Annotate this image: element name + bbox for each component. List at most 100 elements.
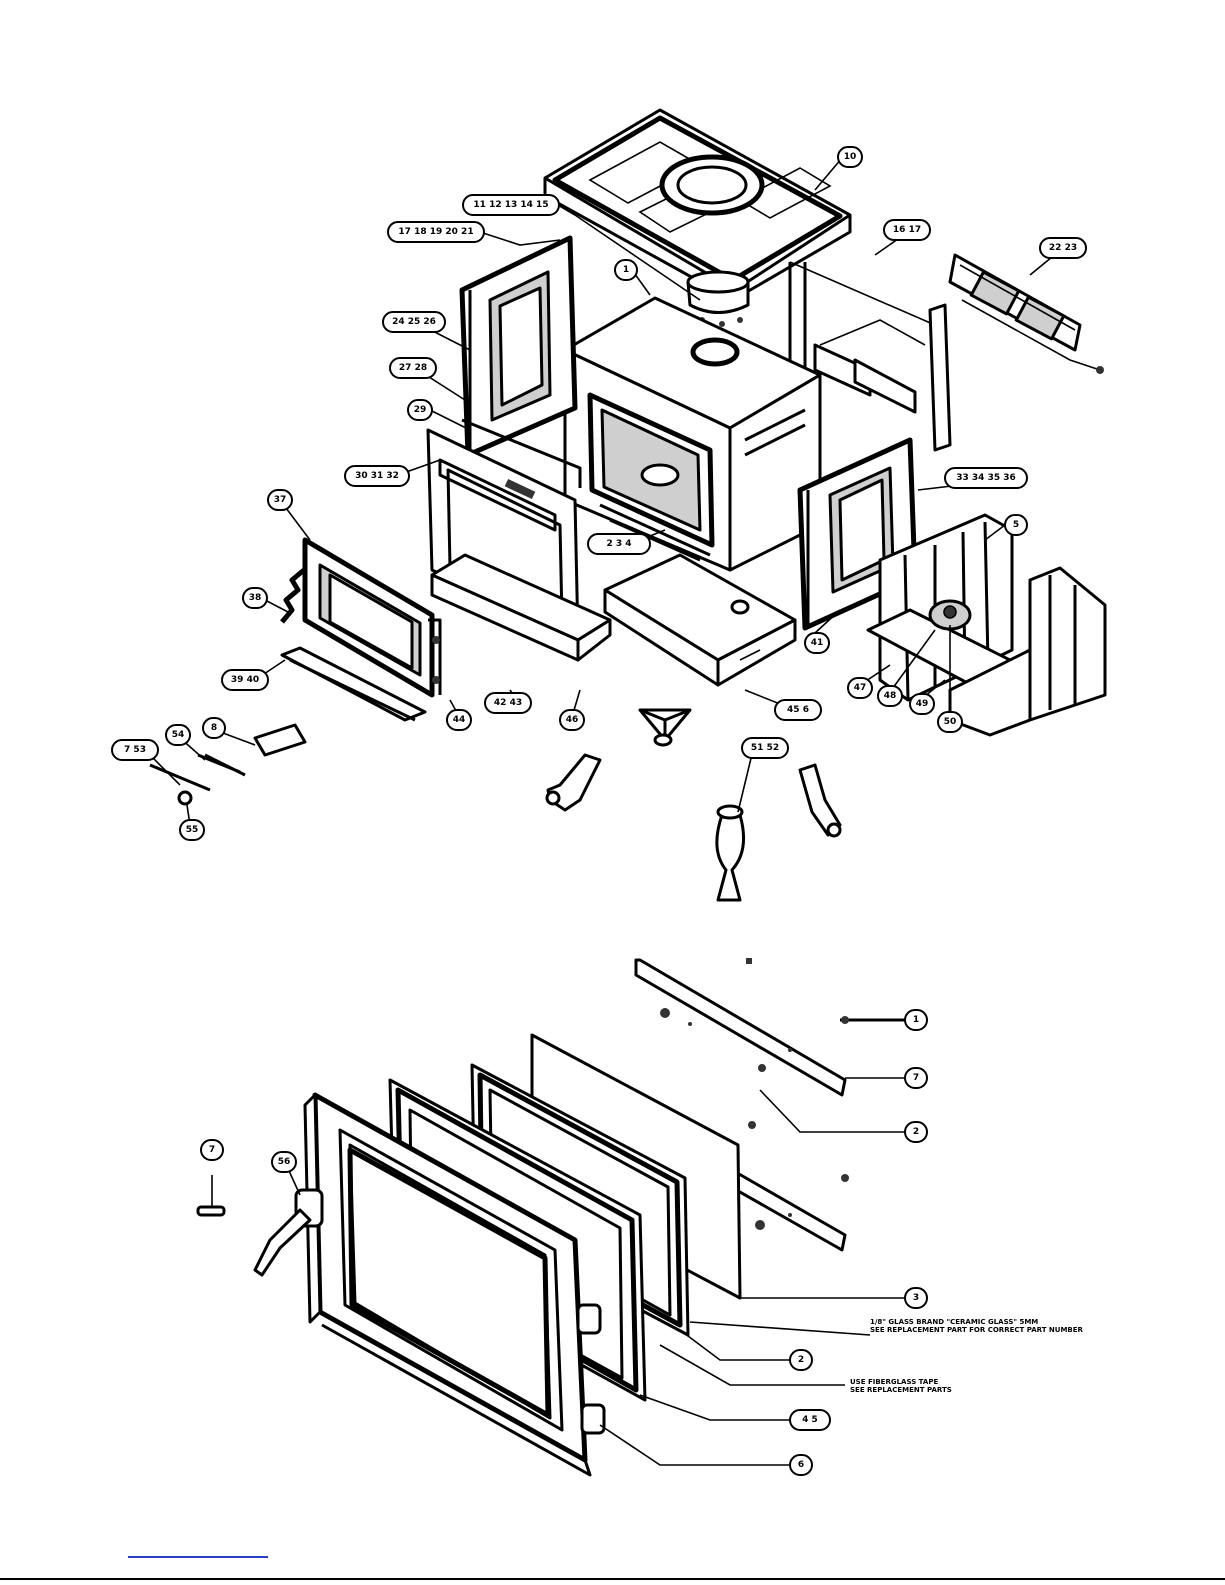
callout: 22 23 xyxy=(1039,237,1087,259)
callout-text: 39 40 xyxy=(231,675,259,685)
callout-text: 33 34 35 36 xyxy=(956,473,1016,483)
firebox-body xyxy=(563,296,822,572)
callout-text: 56 xyxy=(278,1157,291,1167)
door-spring xyxy=(280,568,306,624)
callout-text: 2 3 4 xyxy=(606,539,631,549)
callout: 16 17 xyxy=(883,219,931,241)
leg-center-cone xyxy=(638,708,692,747)
callout: 3 xyxy=(904,1287,928,1309)
callout-text: 3 xyxy=(913,1293,919,1303)
callout-text: 54 xyxy=(172,730,185,740)
callout: 2 3 4 xyxy=(587,533,651,555)
callout-text: 37 xyxy=(274,495,287,505)
gasket-note-line2: SEE REPLACEMENT PARTS xyxy=(850,1386,952,1394)
glass-note-line1: 1/8" GLASS BRAND "CERAMIC GLASS" 5MM xyxy=(870,1318,1039,1326)
callout-text: 46 xyxy=(566,715,579,725)
callout: 55 xyxy=(179,819,205,841)
hinge-pin xyxy=(196,1175,226,1217)
callout: 56 xyxy=(271,1151,297,1173)
callout: 30 31 32 xyxy=(344,465,410,487)
callout-text: 10 xyxy=(844,152,857,162)
glass-note: 1/8" GLASS BRAND "CERAMIC GLASS" 5MM SEE… xyxy=(870,1318,1083,1334)
callout-text: 7 xyxy=(913,1073,919,1083)
callout: 1 xyxy=(904,1009,928,1031)
callout-text: 7 53 xyxy=(124,745,146,755)
leg-right xyxy=(798,763,842,838)
callout-text: 24 25 26 xyxy=(392,317,436,327)
callout: 4 5 xyxy=(789,1409,831,1431)
handle-parts xyxy=(149,723,307,806)
leg-center-large xyxy=(715,804,746,902)
callout: 1 xyxy=(614,259,638,281)
callout: 2 xyxy=(789,1349,813,1371)
door-frame-casting xyxy=(294,1092,606,1477)
callout: 24 25 26 xyxy=(382,311,446,333)
door-handle xyxy=(253,1208,312,1277)
callout: 54 xyxy=(165,724,191,746)
ash-lip-tray xyxy=(430,553,612,662)
firebrick-set xyxy=(866,513,1107,737)
callout: 5 xyxy=(1004,514,1028,536)
callout-bubbles: 10 11 12 13 14 15 17 18 19 20 21 16 17 2… xyxy=(111,146,1087,1476)
ash-lip xyxy=(280,646,427,722)
callout-text: 17 18 19 20 21 xyxy=(398,227,473,237)
callout-text: 1 xyxy=(623,265,629,275)
callout: 29 xyxy=(407,399,433,421)
glass-note-line2: SEE REPLACEMENT PART FOR CORRECT PART NU… xyxy=(870,1326,1083,1334)
ash-door xyxy=(302,537,442,698)
callout-text: 6 xyxy=(798,1460,804,1470)
callout: 17 18 19 20 21 xyxy=(387,221,485,243)
callout-text: 38 xyxy=(249,593,262,603)
footer-rule xyxy=(0,1578,1225,1580)
retainer-bar-top xyxy=(634,958,847,1097)
gasket-note-line1: USE FIBERGLASS TAPE xyxy=(850,1378,939,1386)
callout: 46 xyxy=(559,709,585,731)
retainer-screw xyxy=(840,1016,905,1024)
callout-text: 11 12 13 14 15 xyxy=(473,200,548,210)
callout: 7 xyxy=(200,1139,224,1161)
callout: 41 xyxy=(804,632,830,654)
gasket-note: USE FIBERGLASS TAPE SEE REPLACEMENT PART… xyxy=(850,1378,952,1394)
callout-text: 1 xyxy=(913,1015,919,1025)
callout: 11 12 13 14 15 xyxy=(462,194,560,216)
callout-text: 50 xyxy=(944,717,957,727)
side-brackets xyxy=(813,319,926,414)
callout-text: 2 xyxy=(913,1127,919,1137)
lower-leaders xyxy=(284,1077,905,1466)
callout: 45 6 xyxy=(774,699,822,721)
upper-left-door xyxy=(459,235,582,507)
callout: 6 xyxy=(789,1454,813,1476)
callout-text: 8 xyxy=(211,723,217,733)
callout: 44 xyxy=(446,709,472,731)
callout-text: 47 xyxy=(854,683,867,693)
callout-text: 5 xyxy=(1013,520,1019,530)
callout: 33 34 35 36 xyxy=(944,467,1028,489)
callout-text: 44 xyxy=(453,715,466,725)
callout: 8 xyxy=(202,717,226,739)
callout: 10 xyxy=(837,146,863,168)
callout-text: 29 xyxy=(414,405,427,415)
callout: 27 28 xyxy=(389,357,437,379)
callout-text: 30 31 32 xyxy=(355,471,399,481)
callout: 7 53 xyxy=(111,739,159,761)
callout-text: 49 xyxy=(916,699,929,709)
callout-text: 16 17 xyxy=(893,225,921,235)
callout: 39 40 xyxy=(221,669,269,691)
callout: 37 xyxy=(267,489,293,511)
leg-front-left xyxy=(545,753,602,812)
callout: 2 xyxy=(904,1121,928,1143)
callout-text: 4 5 xyxy=(802,1415,818,1425)
callout-text: 48 xyxy=(884,691,897,701)
callout-text: 7 xyxy=(209,1145,215,1155)
callout-text: 45 6 xyxy=(787,705,809,715)
callout: 51 52 xyxy=(741,737,789,759)
callout: 47 xyxy=(847,677,873,699)
footer-link-underline[interactable] xyxy=(128,1556,268,1558)
callout-text: 41 xyxy=(811,638,824,648)
callout-text: 2 xyxy=(798,1355,804,1365)
callout-text: 51 52 xyxy=(751,743,779,753)
callout-text: 55 xyxy=(186,825,199,835)
callout: 42 43 xyxy=(484,692,532,714)
callout: 50 xyxy=(937,711,963,733)
